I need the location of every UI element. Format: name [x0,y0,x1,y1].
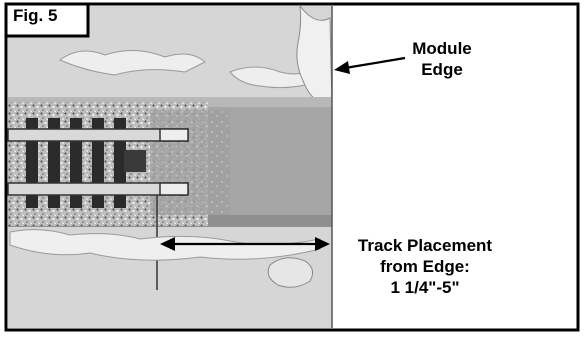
module-edge-rocks [296,4,333,109]
module-edge-line-2: Edge [421,60,463,79]
track-placement-line-1: Track Placement [357,236,493,255]
figure-label: Fig. 5 [13,6,58,25]
module-edge-callout: Module Edge [392,38,492,80]
module-edge-arrow [334,56,406,74]
scenery-patch-top [59,50,206,76]
track-placement-callout: Track Placement from Edge: 1 1/4"-5" [340,235,510,298]
ballast-fade [150,110,230,215]
track-placement-line-3: 1 1/4"-5" [390,278,460,297]
scenery-rock-bottom [267,257,314,288]
module-edge-line-1: Module [412,39,472,58]
figure-label-box [4,2,90,38]
track-placement-line-2: from Edge: [380,257,470,276]
track-rails [7,128,189,196]
track-placement-arrow [160,237,330,251]
